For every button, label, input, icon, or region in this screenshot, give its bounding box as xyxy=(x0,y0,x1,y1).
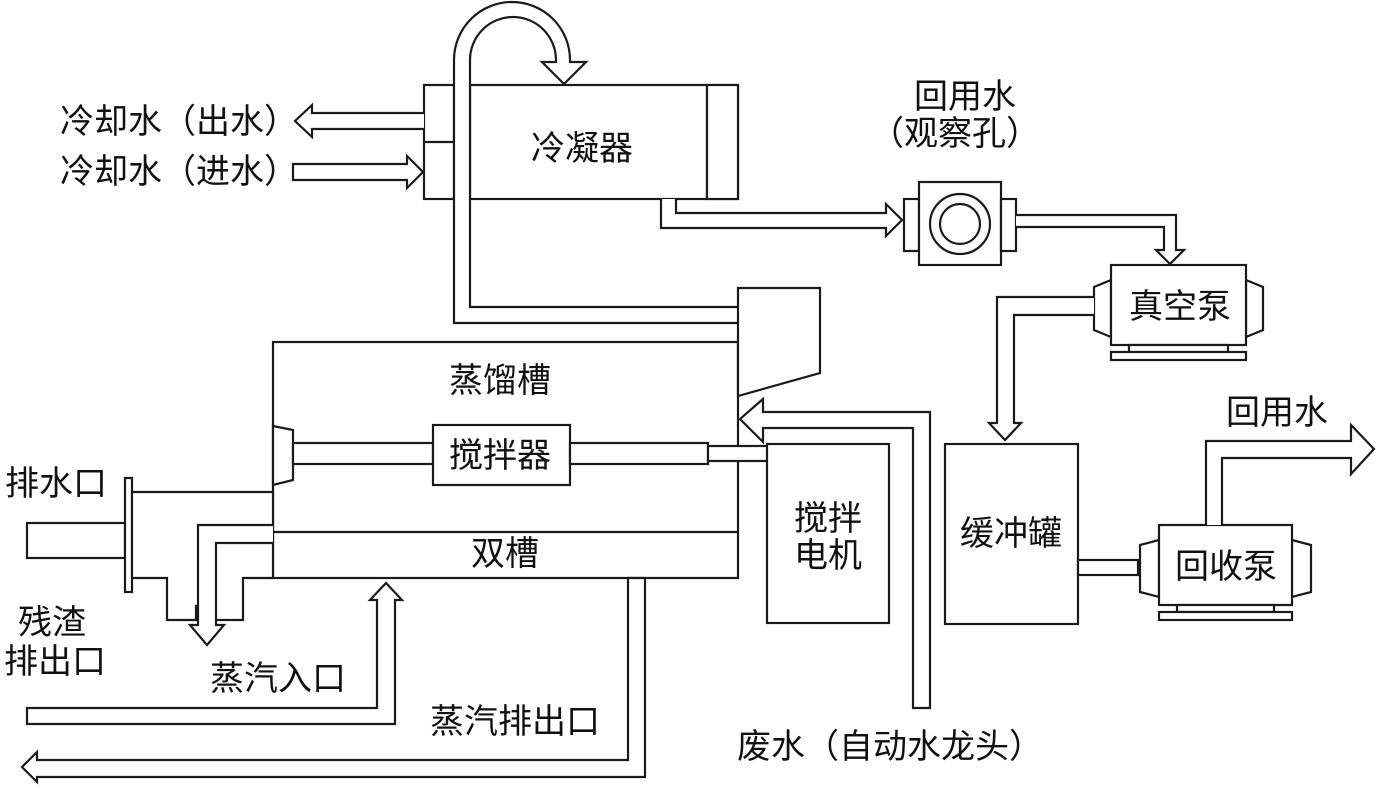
condenser: 冷凝器 xyxy=(422,83,740,201)
vacuum-pump-base xyxy=(1109,350,1248,362)
agitator-shaft-right xyxy=(568,441,710,466)
sight-glass-left-flange xyxy=(902,197,921,253)
recovery-pump-base xyxy=(1157,610,1294,622)
condenser-end-cap xyxy=(705,83,740,201)
agitator-motor xyxy=(765,442,891,625)
drain-stub xyxy=(25,521,127,560)
steam-inlet-arrow xyxy=(25,581,405,726)
vacuum-pump-label: 真空泵 xyxy=(1129,287,1231,327)
agitator-hub xyxy=(271,424,295,487)
agitator-coupling xyxy=(706,444,770,463)
buffer-tank xyxy=(943,442,1080,626)
recovery-pump: 回收泵 xyxy=(1138,523,1313,622)
buffer-tank-label: 缓冲罐 xyxy=(960,514,1062,554)
vacuum-pump-left-cap xyxy=(1092,278,1113,339)
vacuum-pump-right-cap xyxy=(1244,278,1265,339)
vapor-pipe xyxy=(452,0,738,325)
steam-inlet-label: 蒸汽入口 xyxy=(210,659,346,699)
reuse-water-arrow xyxy=(1204,422,1376,525)
recovery-pump-right-cap xyxy=(1290,538,1313,599)
cooling-water-in-label: 冷却水（进水） xyxy=(60,152,298,192)
recovery-pump-left-cap xyxy=(1138,538,1161,599)
sight-glass-label-line1: 回用水 xyxy=(914,77,1016,117)
vacuum-pump: 真空泵 xyxy=(1092,263,1265,362)
condenser-body xyxy=(468,83,740,201)
condenser-label: 冷凝器 xyxy=(531,129,633,169)
agitator-label: 搅拌器 xyxy=(449,436,551,476)
vapor-hood xyxy=(736,286,822,398)
recovery-pump-body xyxy=(1157,523,1294,607)
sight-glass-right-flange xyxy=(999,197,1018,253)
reuse-water-label: 回用水 xyxy=(1226,393,1328,433)
agitator-motor-label-line2: 电机 xyxy=(794,536,862,576)
condensate-pipe xyxy=(659,199,904,239)
cooling-water-out-label: 冷却水（出水） xyxy=(60,102,298,142)
drain-outlet-label: 排水口 xyxy=(5,464,107,504)
sight-glass-to-vacuum-pump-pipe xyxy=(1016,213,1187,266)
residue-outlet-label-line2: 排出口 xyxy=(4,642,106,682)
cooling-water-in-arrow xyxy=(291,153,425,191)
sight-glass: 回用水 （观察孔） xyxy=(870,77,1040,267)
distillation-tank-label: 蒸馏槽 xyxy=(449,361,551,401)
agitator-motor-label-line1: 搅拌 xyxy=(794,499,862,539)
sight-glass-label-line2: （观察孔） xyxy=(870,114,1040,154)
waste-water-label: 废水（自动水龙头） xyxy=(737,727,1043,767)
vacuum-pump-to-buffer-pipe xyxy=(986,295,1094,442)
steam-outlet-arrow xyxy=(20,576,647,785)
residue-outlet-label-line1: 残渣 xyxy=(18,603,86,643)
waste-water-pipe xyxy=(738,396,932,710)
agitator-box xyxy=(431,423,572,487)
residue-outlet-arrow xyxy=(187,523,273,647)
double-tank-label: 双槽 xyxy=(471,534,539,574)
recovery-pump-label: 回收泵 xyxy=(1175,547,1277,587)
buffer-to-recovery-pipe xyxy=(1076,558,1140,577)
agitator-shaft-left xyxy=(291,441,435,466)
steam-outlet-label: 蒸汽排出口 xyxy=(430,702,600,742)
sight-glass-window xyxy=(938,202,982,246)
cooling-water-out-arrow xyxy=(293,102,424,140)
